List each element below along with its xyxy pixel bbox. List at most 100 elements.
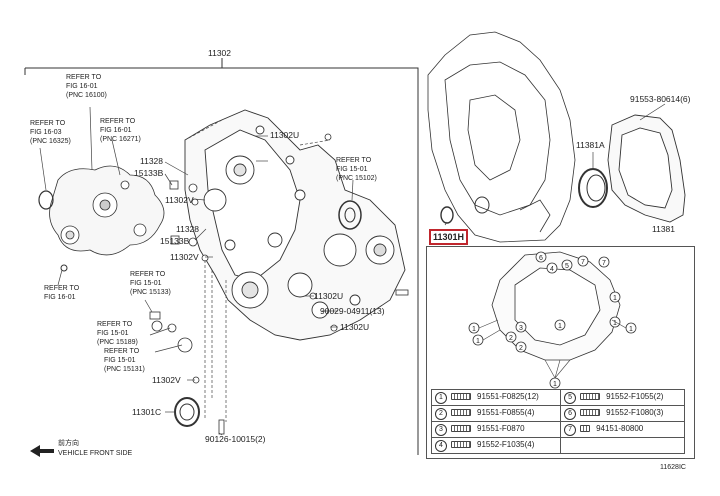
- part-label-90029[interactable]: 90029-04911(13): [320, 306, 385, 316]
- part-label-11381a[interactable]: 11381A: [576, 140, 605, 150]
- callout-ref-4-line3: (PNC 15102): [336, 175, 377, 182]
- frame-lines: [24, 58, 419, 455]
- cover-oil-seal: [338, 200, 362, 230]
- legend-number: 3: [435, 423, 447, 436]
- legend-part[interactable]: 94151-80800: [596, 423, 644, 433]
- bolt-layout-diagram: [491, 251, 621, 361]
- direction-note-en: VEHICLE FRONT SIDE: [58, 450, 133, 457]
- svg-text:2: 2: [509, 335, 513, 342]
- arrow-left-icon: [30, 445, 54, 457]
- callout-ref-5-line1: REFER TO: [44, 285, 80, 292]
- bolt-icon: [580, 392, 601, 400]
- callout-ref-3[interactable]: REFER TO FIG 16-01 (PNC 16271): [100, 117, 141, 144]
- legend-cell-empty: [560, 437, 685, 454]
- part-label-11301c[interactable]: 11301C: [132, 407, 162, 417]
- bolt-icon: [451, 424, 471, 432]
- svg-text:6: 6: [539, 255, 543, 262]
- svg-text:5: 5: [565, 263, 569, 270]
- legend-part[interactable]: 91551-F0855(4): [477, 407, 535, 417]
- callout-ref-8-line1: REFER TO: [104, 348, 140, 355]
- part-label-15133b-b[interactable]: 15133B: [160, 236, 190, 246]
- part-label-11302u-a[interactable]: 11302U: [270, 130, 300, 140]
- callout-ref-4[interactable]: REFER TO FIG 15-01 (PNC 15102): [336, 156, 377, 183]
- cover-plate: [607, 114, 686, 223]
- callout-ref-2[interactable]: REFER TO FIG 16-03 (PNC 16325): [30, 119, 71, 146]
- part-label-11302v-c[interactable]: 11302V: [152, 375, 181, 385]
- callout-ref-6-line2: FIG 15-01: [130, 280, 162, 287]
- pump-bolt: [60, 264, 68, 272]
- timing-chain-cover: [184, 109, 406, 341]
- callout-ref-2-line1: REFER TO: [30, 120, 66, 127]
- part-label-11302u-c[interactable]: 11302U: [340, 322, 370, 332]
- legend-cell: 4 91552-F1035(4): [430, 437, 562, 454]
- part-label-11328-b[interactable]: 11328: [176, 224, 200, 234]
- bolt-layout-callouts: 6 4 7 7 5 1 2 2 1 1 1 1 1 3 1: [468, 251, 637, 389]
- legend-number: 1: [435, 391, 447, 404]
- callout-ref-1-line3: (PNC 16100): [66, 92, 107, 99]
- legend-part[interactable]: 91552-F1080(3): [606, 407, 664, 417]
- part-label-11301h-highlighted[interactable]: 11301H: [429, 229, 469, 245]
- legend-number: 2: [435, 407, 447, 420]
- callout-ref-7-line3: (PNC 15189): [97, 339, 138, 346]
- callout-ref-5[interactable]: REFER TO FIG 16-01: [44, 284, 79, 302]
- part-label-15133b-a[interactable]: 15133B: [134, 168, 164, 178]
- svg-text:1: 1: [472, 326, 476, 333]
- callout-ref-8[interactable]: REFER TO FIG 15-01 (PNC 15131): [104, 347, 145, 374]
- legend-part[interactable]: 91551-F0825(12): [477, 391, 539, 401]
- pump-gasket-ring: [38, 190, 54, 210]
- legend-cell: 3 91551-F0870: [430, 421, 562, 438]
- svg-text:3: 3: [519, 325, 523, 332]
- direction-note-jp: 前方向: [58, 440, 79, 447]
- water-pump: [49, 165, 165, 256]
- part-label-90126[interactable]: 90126-10015(2): [205, 434, 266, 444]
- callout-ref-8-line3: (PNC 15131): [104, 366, 145, 373]
- figure-id: 11628IC: [660, 464, 686, 471]
- leader-lines: [39, 106, 354, 436]
- svg-text:1: 1: [613, 320, 617, 327]
- callout-ref-2-line3: (PNC 16325): [30, 138, 71, 145]
- part-label-11302v-a[interactable]: 11302V: [165, 195, 194, 205]
- main-part-number: 11302: [208, 48, 232, 58]
- part-label-91553[interactable]: 91553-80614(6): [630, 94, 691, 104]
- cover-bolts: [149, 133, 409, 435]
- callout-ref-8-line2: FIG 15-01: [104, 357, 136, 364]
- legend-cell: 1 91551-F0825(12): [430, 389, 562, 406]
- callout-ref-6[interactable]: REFER TO FIG 15-01 (PNC 15133): [130, 270, 171, 297]
- callout-ref-1-line2: FIG 16-01: [66, 83, 98, 90]
- svg-text:1: 1: [476, 338, 480, 345]
- legend-row: 4 91552-F1035(4): [430, 437, 685, 454]
- part-label-11328-a[interactable]: 11328: [140, 156, 164, 166]
- bolt-layout-leaders: [478, 319, 627, 379]
- bolt-icon: [451, 408, 471, 416]
- callout-ref-7[interactable]: REFER TO FIG 15-01 (PNC 15189): [97, 320, 138, 347]
- bolt-icon: [451, 392, 471, 400]
- svg-text:1: 1: [629, 326, 633, 333]
- legend-number: 4: [435, 439, 447, 452]
- svg-text:1: 1: [558, 323, 562, 330]
- callout-ref-4-line1: REFER TO: [336, 157, 372, 164]
- callout-ref-4-line2: FIG 15-01: [336, 166, 368, 173]
- legend-cell: 2 91551-F0855(4): [430, 405, 562, 422]
- legend-part[interactable]: 91552-F1055(2): [606, 391, 664, 401]
- part-label-11302v-b[interactable]: 11302V: [170, 252, 199, 262]
- svg-text:4: 4: [550, 266, 554, 273]
- callout-ref-7-line1: REFER TO: [97, 321, 133, 328]
- callout-ref-7-line2: FIG 15-01: [97, 330, 129, 337]
- inset-frame: [426, 246, 695, 459]
- bolt-icon: [580, 408, 601, 416]
- callout-ref-1[interactable]: REFER TO FIG 16-01 (PNC 16100): [66, 73, 107, 100]
- part-label-11302u-b[interactable]: 11302U: [314, 291, 344, 301]
- svg-text:2: 2: [519, 345, 523, 352]
- bolt-icon: [451, 440, 471, 448]
- callout-ref-3-line2: FIG 16-01: [100, 127, 132, 134]
- part-label-11381[interactable]: 11381: [652, 224, 676, 234]
- legend-part[interactable]: 91551-F0870: [477, 423, 525, 433]
- legend-part[interactable]: 91552-F1035(4): [477, 439, 535, 449]
- crankshaft-front-seal: [174, 397, 200, 427]
- right-leaders: [444, 103, 666, 226]
